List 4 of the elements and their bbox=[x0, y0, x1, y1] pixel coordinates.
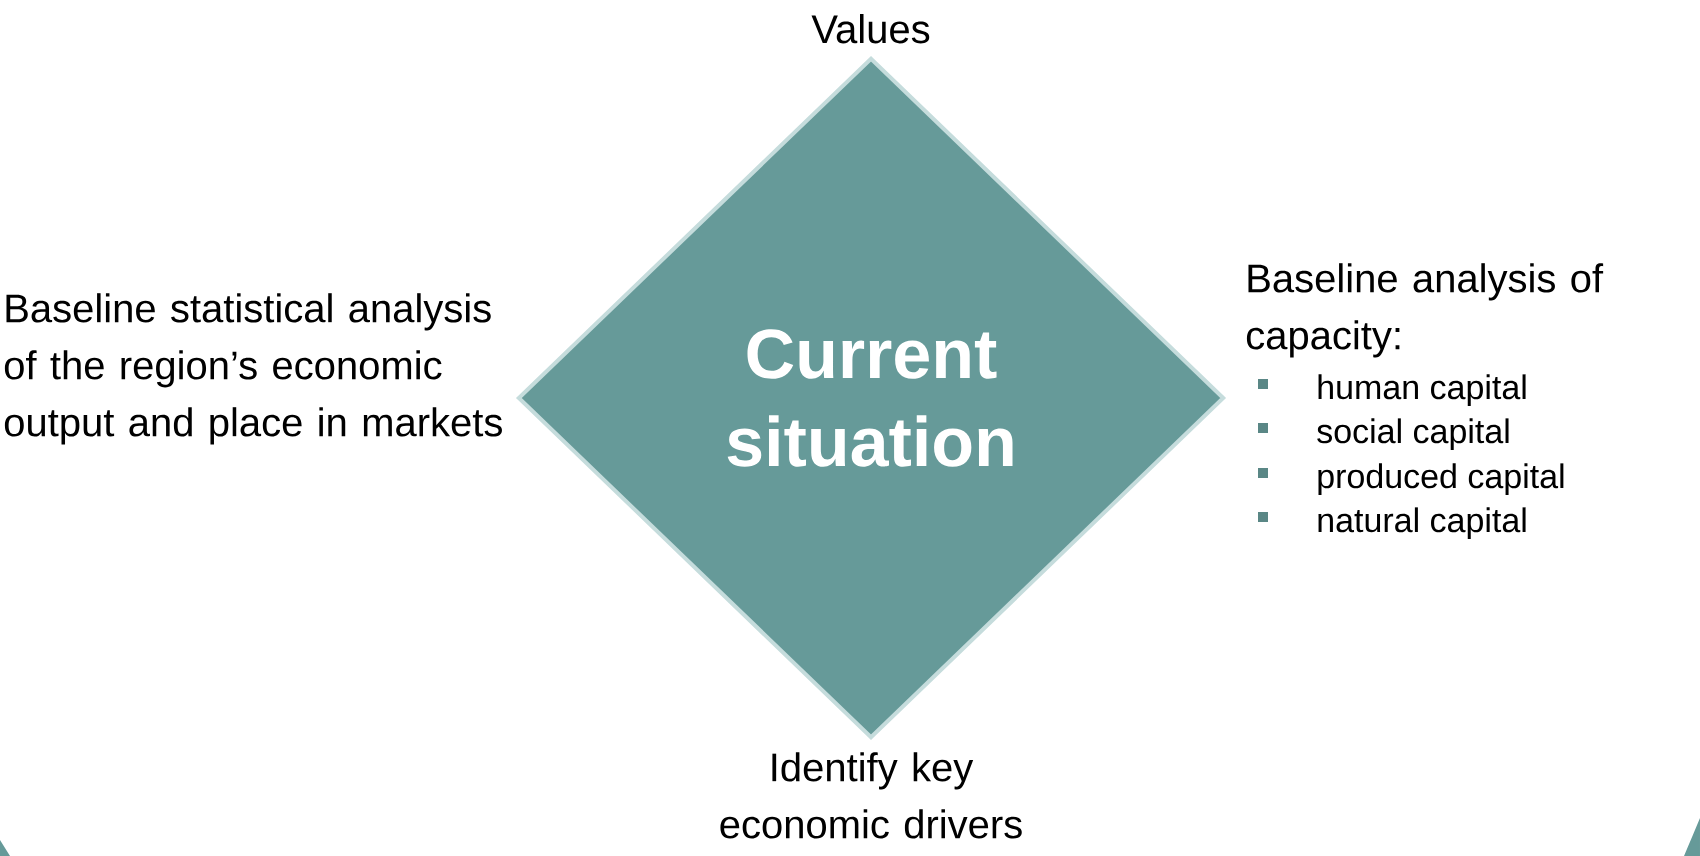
list-item: human capital bbox=[1318, 374, 1526, 407]
list-item: natural capital bbox=[1318, 507, 1526, 540]
list-item: produced capital bbox=[1318, 463, 1564, 496]
list-item: social capital bbox=[1317, 418, 1509, 451]
